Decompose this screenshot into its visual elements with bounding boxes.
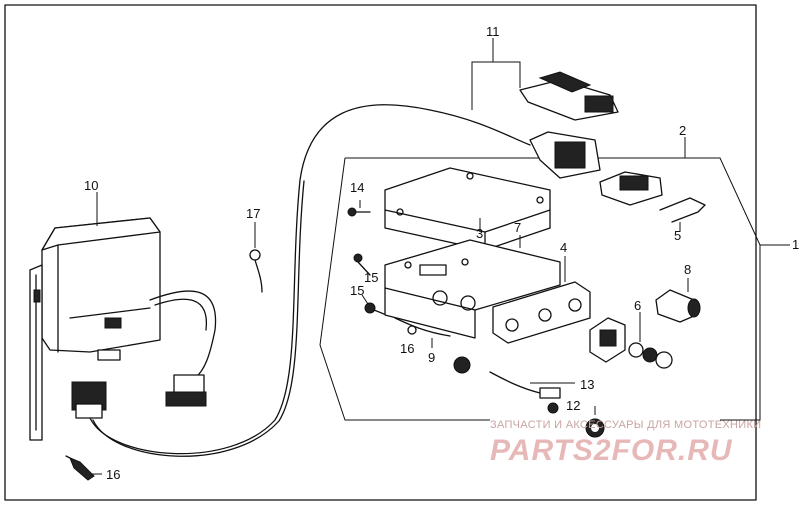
sensor-part-16 [65, 455, 95, 481]
callout-6: 6 [634, 298, 641, 313]
callout-14: 14 [350, 180, 364, 195]
terminal-part-13 [453, 356, 561, 414]
screw-part-14 [347, 207, 371, 217]
callout-7: 7 [514, 220, 521, 235]
callout-3: 3 [476, 226, 483, 241]
diagram-frame [4, 4, 757, 501]
clip-part-5 [659, 197, 706, 223]
callout-15b: 15 [350, 283, 364, 298]
switch-part-2 [599, 171, 663, 206]
toggle-switch-part-6 [589, 317, 673, 369]
harness-wire-a [149, 290, 217, 379]
main-cable [89, 104, 531, 455]
indicator-lamp-part-8 [655, 289, 701, 323]
front-panel-part-4 [492, 281, 591, 344]
callout-17: 16 [400, 341, 414, 356]
callout-13: 13 [580, 377, 594, 392]
callout-2: 2 [679, 123, 686, 138]
control-unit-part-10 [29, 217, 161, 441]
connector-right [165, 374, 207, 407]
callout-8: 8 [684, 262, 691, 277]
callout-11: 11 [486, 24, 500, 39]
callout-15a: 15 [364, 270, 378, 285]
callout-16: 16 [106, 467, 120, 482]
watermark-tagline: ЗАПЧАСТИ И АКСЕССУАРЫ ДЛЯ МОТОТЕХНИКИ [490, 419, 761, 431]
lead-15 [361, 294, 369, 305]
cover-plate-part-3 [384, 167, 551, 251]
callout-10: 10 [84, 178, 98, 193]
screw-part-15-lower [364, 302, 385, 315]
callout-9: 9 [428, 350, 435, 365]
connector-assembly-part-11 [519, 71, 619, 179]
callout-12: 12 [566, 398, 580, 413]
wire-part-9 [394, 317, 451, 337]
harness-wire-b [154, 298, 208, 331]
callout-5: 5 [674, 228, 681, 243]
callout-1: 1 [792, 237, 799, 252]
callout-18: 17 [246, 206, 260, 221]
lead-11-bracket [471, 61, 521, 110]
nut-part-17 [407, 325, 417, 335]
group-outline-left [319, 157, 490, 421]
callout-4: 4 [560, 240, 567, 255]
part-12 [585, 418, 605, 438]
connector-left [71, 381, 107, 419]
grommet-part-18 [249, 249, 263, 293]
screw-part-15-upper [353, 253, 371, 276]
base-frame-part-7 [384, 239, 561, 339]
main-cable-inner [92, 180, 305, 457]
watermark-logo: PARTS2FOR.RU [490, 434, 733, 467]
